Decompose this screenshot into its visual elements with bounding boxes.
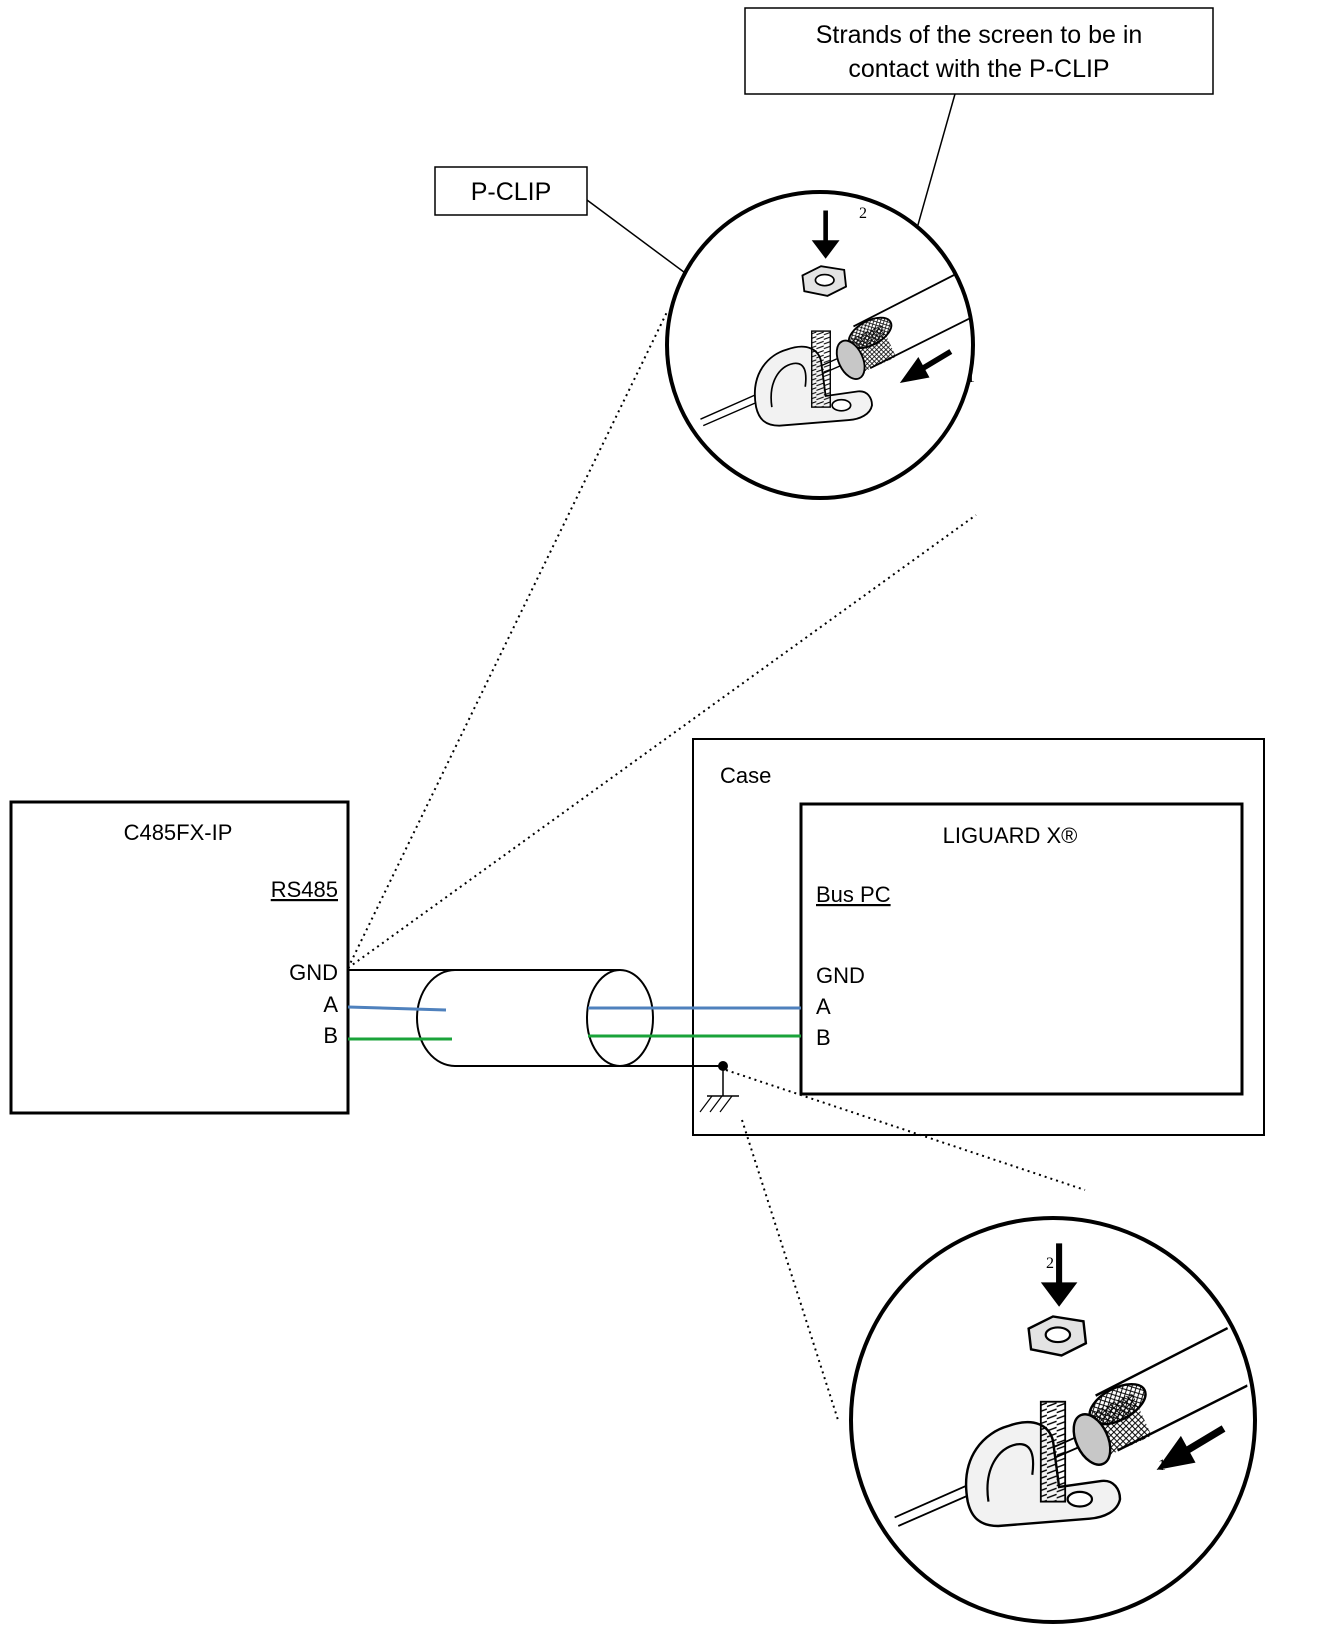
- c485fx-ip-title: C485FX-IP: [124, 820, 233, 845]
- c485fx-ip-box: [9, 800, 350, 1115]
- strands-callout-box: [744, 7, 1214, 95]
- right-a-label: A: [816, 994, 831, 1019]
- case-title: Case: [720, 763, 771, 788]
- pclip-callout-label: P-CLIP: [471, 178, 552, 206]
- pclip-callout-box: [434, 166, 588, 216]
- liguard-title: LIGUARD X®: [943, 823, 1078, 848]
- bottom-step-1-label: 1: [1158, 1457, 1166, 1474]
- zoom-line-top-left: [347, 311, 668, 969]
- left-a-label: A: [323, 992, 338, 1017]
- bottom-step-2-label: 2: [1046, 1255, 1054, 1272]
- zoom-line-bottom-left: [741, 1119, 839, 1421]
- left-gnd-label: GND: [289, 960, 338, 985]
- top-step-2-label: 2: [859, 205, 867, 222]
- bus-pc-port-label: Bus PC: [816, 882, 891, 907]
- earth-ground-icon: [699, 1066, 739, 1113]
- case-box: [692, 738, 1265, 1136]
- right-b-label: B: [816, 1025, 831, 1050]
- liguard-box: [799, 802, 1244, 1096]
- rs485-port-label: RS485: [271, 877, 338, 902]
- wire-a-left: [347, 1005, 447, 1012]
- right-gnd-label: GND: [816, 963, 865, 988]
- strands-callout-line1: Strands of the screen to be in: [816, 21, 1143, 49]
- shielded-cable: [348, 969, 654, 1067]
- strands-callout-line2: contact with the P-CLIP: [848, 55, 1109, 83]
- top-step-1-label: 1: [967, 369, 975, 386]
- left-b-label: B: [323, 1023, 338, 1048]
